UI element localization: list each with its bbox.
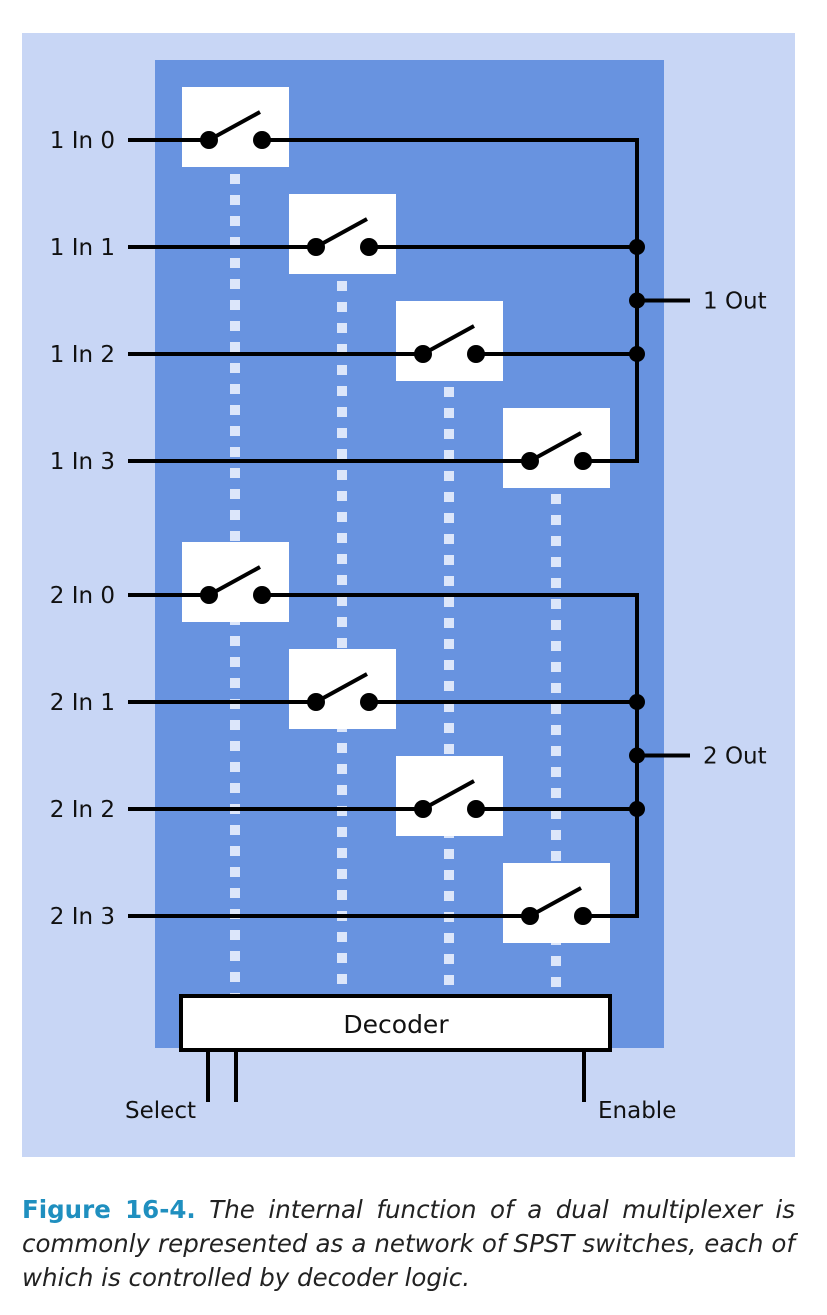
switch-contact xyxy=(253,131,271,149)
switch-contact xyxy=(360,693,378,711)
switch-contact xyxy=(521,907,539,925)
decoder-block: Decoder xyxy=(179,994,612,1052)
switch-contact xyxy=(467,345,485,363)
enable-label: Enable xyxy=(598,1098,676,1124)
switch-contact xyxy=(360,238,378,256)
select-label: Select xyxy=(125,1098,196,1124)
junction-dot xyxy=(629,801,645,817)
output-label: 2 Out xyxy=(703,744,767,770)
switch-contact xyxy=(414,345,432,363)
switch-contact xyxy=(574,452,592,470)
switch-lever xyxy=(422,779,475,811)
switch-lever xyxy=(529,886,582,918)
output-label: 1 Out xyxy=(703,289,767,315)
input-label: 1 In 2 xyxy=(50,342,115,368)
input-label: 1 In 3 xyxy=(50,449,115,475)
switch-contact xyxy=(574,907,592,925)
switch-lever xyxy=(422,324,475,356)
input-label: 2 In 3 xyxy=(50,904,115,930)
switch-contact xyxy=(200,131,218,149)
junction-dot xyxy=(629,239,645,255)
input-label: 2 In 1 xyxy=(50,690,115,716)
switch-contact xyxy=(307,238,325,256)
input-label: 2 In 2 xyxy=(50,797,115,823)
decoder-label: Decoder xyxy=(343,1010,449,1039)
switch-lever xyxy=(208,565,261,597)
junction-dot xyxy=(629,346,645,362)
switch-contact xyxy=(467,800,485,818)
switch-contact xyxy=(521,452,539,470)
junction-dot xyxy=(629,694,645,710)
switch-lever xyxy=(315,217,368,249)
switch-lever xyxy=(315,672,368,704)
control-lines xyxy=(230,174,561,996)
figure-caption: Figure 16-4. The internal function of a … xyxy=(22,1193,795,1295)
input-label: 1 In 1 xyxy=(50,235,115,261)
input-label: 2 In 0 xyxy=(50,583,115,609)
switch-contact xyxy=(414,800,432,818)
switch-contact xyxy=(253,586,271,604)
figure-text: The internal function of a dual multiple… xyxy=(22,1195,796,1292)
switch-contact xyxy=(307,693,325,711)
switch-group-1: 1 In 0 1 In 1 1 In 2 1 In 3 1 Out xyxy=(50,87,767,488)
input-label: 1 In 0 xyxy=(50,128,115,154)
switch-contact xyxy=(200,586,218,604)
figure-label: Figure 16-4. xyxy=(22,1195,196,1224)
switch-lever xyxy=(208,110,261,142)
switch-group-2: 2 In 0 2 In 1 2 In 2 2 In 3 2 Out xyxy=(50,542,767,943)
switch-lever xyxy=(529,431,582,463)
